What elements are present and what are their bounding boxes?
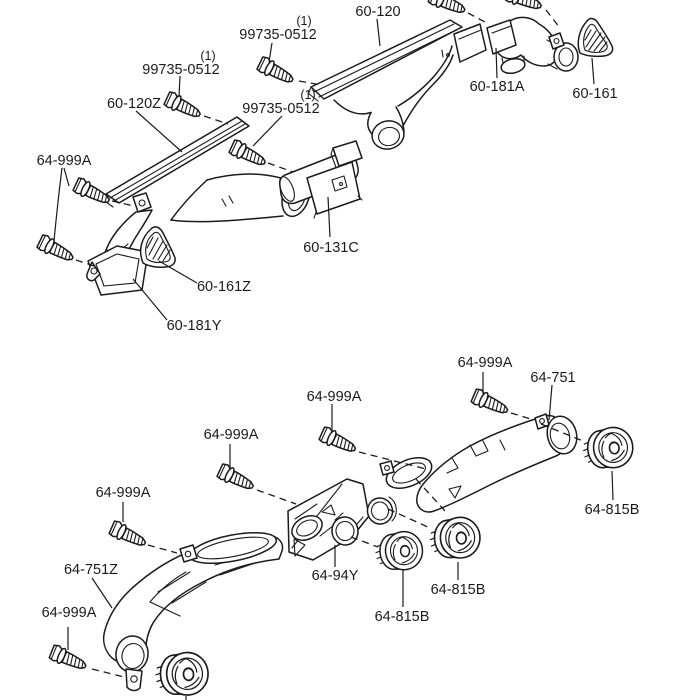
tab-hole — [553, 37, 560, 45]
tab-hole — [90, 267, 98, 275]
part-label-64-815B: 64-815B — [375, 609, 430, 625]
duct-60-181Y-outlet-tab — [86, 261, 101, 282]
duct-60-131C-plate — [306, 161, 361, 215]
part-label-64-999A: 64-999A — [204, 427, 259, 443]
screw-icon — [162, 89, 205, 123]
duct-60-131C — [279, 140, 363, 219]
joint-64-94Y-stub-left — [291, 515, 323, 541]
duct-60-181A — [486, 16, 579, 75]
screw-icon — [35, 232, 77, 267]
lower-assembly: 64-999A 64-999A 64-999A 64-751 64-815B 6… — [42, 355, 640, 700]
duct-64-751-opening — [546, 415, 578, 455]
duct-64-751-body — [416, 414, 568, 513]
part-label-64-751Z: 64-751Z — [64, 562, 118, 578]
dashed-alignment-lines-upper — [75, 9, 561, 267]
part-label-60-120: 60-120 — [355, 4, 400, 20]
vent-60-161Z-outline — [139, 226, 176, 268]
vent-60-161-outline — [577, 17, 614, 58]
part-label-99735-0512: 99735-0512 — [142, 62, 219, 78]
joint-64-94Y — [287, 478, 397, 561]
upper-assembly: (1) 99735-0512 60-120 (1) 99735-0512 (1)… — [35, 0, 618, 334]
round-vent-64-815B — [373, 529, 426, 574]
duct-64-751Z-bottom-tab — [125, 668, 143, 692]
part-label-60-161: 60-161 — [572, 86, 617, 102]
tab-hole — [138, 199, 146, 207]
part-label-60-181Y: 60-181Y — [167, 318, 222, 334]
screw-icon — [426, 0, 469, 19]
part-label-64-999A: 64-999A — [96, 485, 151, 501]
part-label-64-999A: 64-999A — [458, 355, 513, 371]
duct-60-120-end-box — [453, 23, 487, 63]
screw-icon — [71, 175, 114, 209]
hatch-lines — [146, 236, 171, 262]
tab-hole — [130, 675, 138, 683]
duct-64-751 — [379, 413, 578, 513]
part-label-60-161Z: 60-161Z — [197, 279, 251, 295]
part-label-99735-0512: 99735-0512 — [242, 101, 319, 117]
qty-label: (1) — [300, 88, 315, 102]
tab-hole — [384, 465, 390, 471]
duct-60-120-body-right — [402, 54, 454, 127]
qty-label: (1) — [200, 49, 215, 63]
duct-60-120 — [307, 19, 487, 150]
part-labels-lower: 64-999A 64-999A 64-999A 64-751 64-815B 6… — [42, 355, 640, 625]
duct-60-120-strip — [310, 19, 463, 100]
part-label-99735-0512: 99735-0512 — [239, 27, 316, 43]
duct-64-751Z — [102, 531, 284, 692]
round-vent-64-815B — [580, 424, 637, 473]
part-label-64-751: 64-751 — [530, 370, 575, 386]
part-label-64-999A: 64-999A — [42, 605, 97, 621]
screw-icon — [317, 424, 360, 458]
qty-label: (1) — [296, 14, 311, 28]
screw-icon — [215, 461, 258, 495]
duct-60-120-mouth — [371, 120, 405, 150]
duct-60-131C-box — [332, 140, 363, 167]
screw-icon — [469, 387, 512, 419]
round-vent-64-815B — [427, 514, 483, 562]
part-label-60-181A: 60-181A — [470, 79, 525, 95]
hatch-lines — [584, 29, 608, 53]
duct-60-181Y-upper-tab — [132, 192, 152, 213]
duct-60-181Y — [86, 192, 153, 296]
vent-60-161 — [577, 17, 614, 58]
screw-icon — [107, 518, 150, 552]
screw-icon — [227, 137, 270, 171]
leader-lines-upper — [53, 18, 595, 321]
duct-60-181A-down-tube — [500, 57, 526, 75]
duct-60-181A-tab — [548, 32, 565, 50]
part-label-64-999A: 64-999A — [37, 153, 92, 169]
tab-hole — [184, 550, 192, 558]
screw-icon — [255, 54, 297, 89]
joint-64-94Y-stub-right — [366, 497, 394, 525]
duct-64-751-oval-tab — [379, 460, 395, 476]
round-vent-64-815B — [153, 650, 211, 699]
duct-64-751Z-top-tab — [179, 544, 198, 563]
vent-60-161Z — [139, 226, 176, 268]
part-label-60-120Z: 60-120Z — [107, 96, 161, 112]
leader-lines-lower — [67, 372, 614, 700]
tab-hole — [539, 418, 545, 424]
duct-60-120-body-left — [333, 99, 372, 115]
part-label-60-131C: 60-131C — [303, 240, 359, 256]
part-label-64-999A: 64-999A — [307, 389, 362, 405]
dashed-alignment-lines-lower — [91, 412, 584, 678]
part-labels-upper: (1) 99735-0512 60-120 (1) 99735-0512 (1)… — [37, 4, 618, 334]
screw-icon — [502, 0, 545, 15]
part-label-64-94Y: 64-94Y — [312, 568, 359, 584]
part-label-64-815B: 64-815B — [585, 502, 640, 518]
duct-60-181A-head — [553, 42, 579, 72]
part-label-64-815B: 64-815B — [431, 582, 486, 598]
duct-64-751-oval-outlet — [385, 457, 433, 489]
